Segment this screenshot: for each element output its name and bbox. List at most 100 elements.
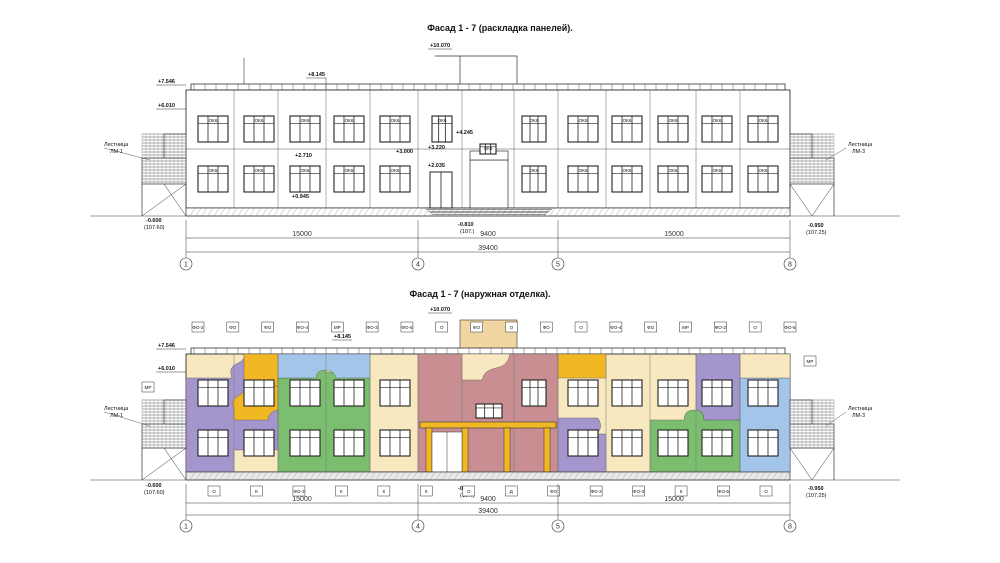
window: ОК6	[431, 115, 453, 143]
top-elev-ground-mid-abs: (107.)	[460, 229, 475, 235]
finish-tag-label: К	[340, 489, 343, 494]
finish-tag: К	[377, 485, 391, 497]
bottom-dim-right: 15000	[664, 496, 684, 503]
finish-tag-label: О	[579, 325, 583, 330]
window	[289, 429, 321, 457]
top-axes: 1 4 5 8	[179, 257, 797, 271]
finish-tag-label: ФО-4	[297, 325, 309, 330]
finish-tag: Д	[504, 485, 518, 497]
top-elevation-marks: +7.546 +8.145 +6.010 +4.245 +3.220 +3.00…	[144, 72, 827, 236]
finish-tag: О	[748, 321, 762, 333]
top-elev-entry-top: +2.035	[428, 163, 445, 169]
window	[567, 379, 599, 407]
top-elev-floor2: +3.220	[428, 145, 445, 151]
bottom-elev-parapet: +7.546	[158, 343, 175, 349]
window	[747, 379, 779, 407]
bottom-axis-8: 8	[788, 524, 792, 531]
window	[333, 429, 365, 457]
window-tag: ОК6	[301, 118, 310, 123]
finish-tag: ФО	[261, 321, 274, 333]
finish-tag-label: ФО	[473, 325, 480, 330]
top-entry-door	[429, 171, 453, 209]
top-elev-ground-mid: -0.810	[458, 222, 474, 228]
window-tag: ОК6	[530, 118, 539, 123]
top-elev-canopy-top: +4.245	[456, 130, 473, 136]
window-tag: ОК6	[530, 168, 539, 173]
bottom-elev-floor2-top: +6.010	[158, 366, 175, 372]
bottom-parapet-ticks	[193, 348, 778, 354]
window	[333, 379, 365, 407]
window: ОК6	[611, 115, 643, 143]
finish-tag-label: О	[510, 325, 514, 330]
facade-bottom-title: Фасад 1 - 7 (наружная отделка).	[409, 289, 550, 299]
top-stair-right-code: ЛМ-3	[852, 149, 865, 155]
finish-tag: О	[574, 321, 588, 333]
window: ОК6	[747, 165, 779, 193]
window	[197, 379, 229, 407]
finish-tag-label: ФО	[264, 325, 271, 330]
window	[567, 429, 599, 457]
window	[379, 379, 411, 407]
window	[611, 429, 643, 457]
bottom-parapet	[190, 347, 786, 355]
finish-tag: ФО	[539, 321, 553, 333]
window	[243, 379, 275, 407]
top-dimensions: 15000 9400 15000 39400	[185, 220, 791, 258]
finish-tag-label: Д	[510, 489, 514, 494]
window: ОК6	[289, 165, 321, 193]
top-parapet-ticks	[193, 84, 778, 90]
window: ОК6	[243, 115, 275, 143]
window	[701, 379, 733, 407]
bottom-stair-left-label: Лестница	[104, 406, 129, 412]
window: ОК6	[521, 115, 547, 143]
bottom-stair-right-label: Лестница	[848, 406, 873, 412]
top-stair-left	[141, 133, 187, 217]
bottom-elev-ground-right-abs: (107.25)	[806, 493, 827, 499]
finish-tag: К	[335, 485, 348, 497]
zone-orange-right	[557, 353, 607, 379]
zone-cream-right	[739, 353, 791, 379]
window	[611, 379, 643, 407]
finish-tag-label: МР	[334, 325, 341, 330]
finish-tag: О	[759, 485, 773, 497]
window: ОК6	[289, 115, 321, 143]
finish-tag-label: К	[425, 489, 428, 494]
finish-tag: ФО-4	[609, 321, 623, 333]
window-tag: ОК6	[713, 168, 722, 173]
finish-tag-label: ФО	[647, 325, 654, 330]
finish-tag-label: ФО-5	[401, 325, 413, 330]
top-stair-left-code: ЛМ-1	[110, 149, 123, 155]
top-elev-ground-left: -0.600	[146, 218, 162, 224]
window: ОК6	[701, 115, 733, 143]
window: ОК6	[379, 165, 411, 193]
window: ОК6	[479, 143, 497, 155]
bottom-stair-right	[789, 399, 835, 481]
finish-tag-label: ФО-5	[784, 325, 796, 330]
top-elev-roof-peak: +10.070	[430, 43, 450, 49]
bottom-stair-right-code: ЛМ-3	[852, 413, 865, 419]
finish-tag-label: К	[383, 489, 386, 494]
finish-tag: О	[505, 321, 518, 333]
finish-tag-label: МР	[682, 325, 689, 330]
window-tag: ОК6	[345, 168, 354, 173]
finish-tag: ФО-3	[632, 485, 645, 497]
window-tag: ОК6	[669, 118, 678, 123]
window-tag: ОК6	[255, 118, 264, 123]
zone-cream-center	[461, 353, 511, 381]
top-axis-8: 8	[788, 262, 792, 269]
top-elev-ground-right: -0.950	[808, 223, 824, 229]
finish-tag-label: ФО	[543, 325, 550, 330]
finish-tag-label: К	[680, 489, 683, 494]
bottom-panel-joints	[233, 354, 741, 472]
window-tag: ОК6	[255, 168, 264, 173]
facade-bottom: Фасад 1 - 7 (наружная отделка). +10.070	[90, 289, 900, 533]
window: ОК6	[567, 165, 599, 193]
finish-tag: ФО	[644, 321, 657, 333]
bottom-axis-1: 1	[184, 524, 188, 531]
bottom-axis-5: 5	[556, 524, 560, 531]
window	[701, 429, 733, 457]
top-entrance	[424, 150, 554, 215]
top-dim-right: 15000	[664, 231, 684, 238]
top-axis-4: 4	[416, 262, 420, 269]
window: ОК6	[333, 165, 365, 193]
